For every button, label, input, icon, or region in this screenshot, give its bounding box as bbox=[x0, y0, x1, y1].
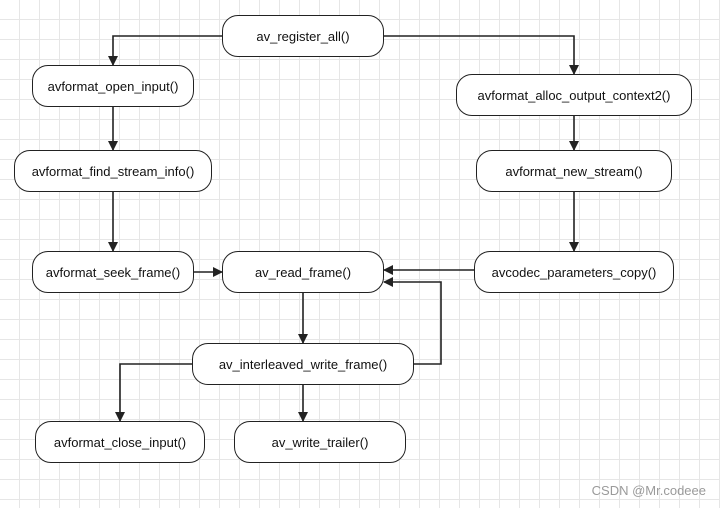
node-avcodec-parameters-copy: avcodec_parameters_copy() bbox=[474, 251, 674, 293]
node-avformat-seek-frame: avformat_seek_frame() bbox=[32, 251, 194, 293]
node-av-interleaved-write-frame: av_interleaved_write_frame() bbox=[192, 343, 414, 385]
edge-register-to-alloc-output bbox=[384, 35, 579, 75]
node-avformat-close-input: avformat_close_input() bbox=[35, 421, 205, 463]
node-avformat-find-stream-info: avformat_find_stream_info() bbox=[14, 150, 212, 192]
edge-interleaved-write-loop-to-read-frame bbox=[383, 277, 442, 365]
node-av-write-trailer: av_write_trailer() bbox=[234, 421, 406, 463]
node-avformat-new-stream: avformat_new_stream() bbox=[476, 150, 672, 192]
node-av-register-all: av_register_all() bbox=[222, 15, 384, 57]
node-avformat-alloc-output-context2: avformat_alloc_output_context2() bbox=[456, 74, 692, 116]
edge-register-to-open-input bbox=[108, 35, 222, 66]
watermark: CSDN @Mr.codeee bbox=[591, 483, 706, 498]
node-avformat-open-input: avformat_open_input() bbox=[32, 65, 194, 107]
node-av-read-frame: av_read_frame() bbox=[222, 251, 384, 293]
edge-interleaved-write-to-close-input bbox=[115, 363, 192, 422]
